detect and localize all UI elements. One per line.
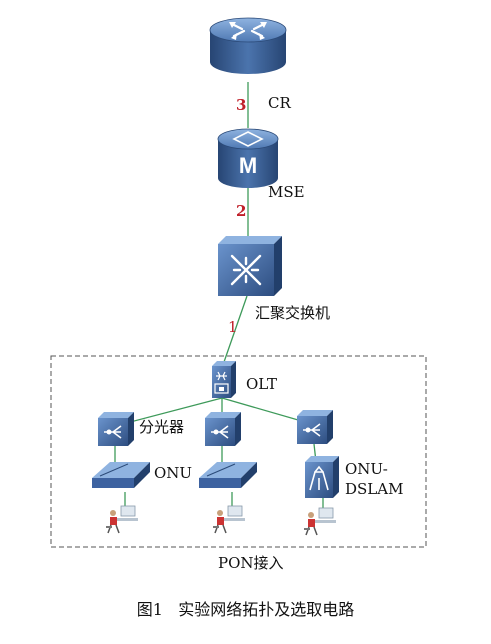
link-number-cr-mse: 3 [236, 96, 247, 114]
pon-access-label: PON接入 [218, 554, 284, 572]
onu-left-icon [92, 462, 150, 488]
user-terminal-left-icon [106, 505, 138, 534]
splitter-mid-icon [205, 412, 241, 446]
user-terminal-right-icon [304, 507, 336, 536]
splitter-left-icon [98, 412, 134, 446]
link-switch-olt [223, 295, 248, 363]
aggregation-switch-icon [218, 236, 282, 296]
figure-caption: 图1 实验网络拓扑及选取电路 [136, 600, 355, 619]
cr-router-icon [209, 17, 287, 74]
svg-text:M: M [239, 153, 257, 178]
olt-label: OLT [246, 375, 278, 393]
olt-icon [212, 361, 236, 398]
splitter-label: 分光器 [139, 418, 185, 436]
onu-label: ONU [154, 464, 193, 482]
link-number-switch-olt: 1 [228, 318, 238, 336]
onu-mid-icon [199, 462, 257, 488]
mse-label: MSE [268, 183, 305, 201]
cr-label: CR [268, 94, 291, 112]
onu-dslam-label-line1: ONU- [345, 460, 388, 478]
pon-access-boundary [50, 355, 427, 548]
onu-dslam-icon [305, 456, 339, 498]
link-number-mse-switch: 2 [236, 202, 247, 220]
splitter-right-icon [297, 410, 333, 444]
user-terminal-mid-icon [213, 505, 245, 534]
mse-icon: M [217, 128, 279, 188]
onu-dslam-label-line2: DSLAM [345, 480, 404, 498]
aggregation-switch-label: 汇聚交换机 [255, 304, 331, 322]
